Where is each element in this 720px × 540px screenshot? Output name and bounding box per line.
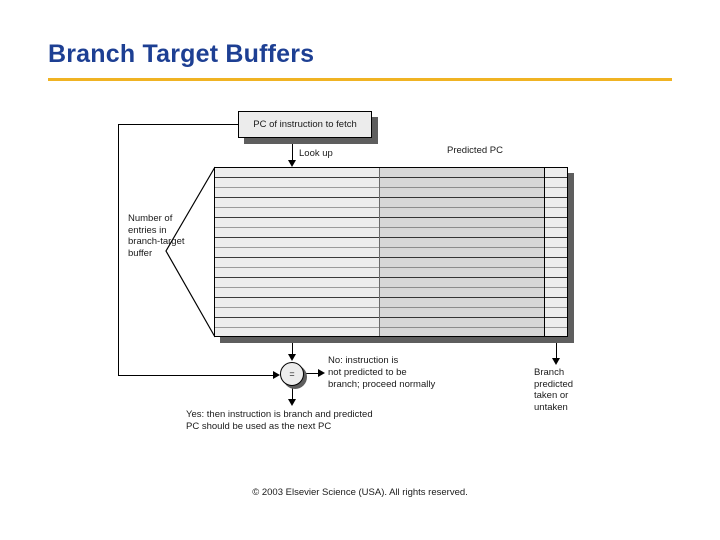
title-divider — [48, 78, 672, 81]
branch-prediction-result-label: Branch predicted taken or untaken — [534, 367, 574, 413]
buffer-table-row — [215, 278, 567, 288]
yes-branch-line-1: Yes: then instruction is branch and pred… — [186, 409, 373, 420]
yes-branch-line-2: PC should be used as the next PC — [186, 421, 332, 432]
comparator-input-line — [292, 338, 293, 355]
buffer-table-row — [215, 188, 567, 198]
comparator-yes-output-line — [292, 387, 293, 401]
comparator-no-output-line — [304, 373, 320, 374]
comparator-input-arrow-icon — [288, 354, 296, 361]
buffer-table-rows — [215, 168, 567, 336]
feedback-line-bottom — [118, 375, 275, 376]
comparator-yes-output-arrow-icon — [288, 399, 296, 406]
feedback-line-vertical — [118, 124, 119, 376]
buffer-table-row — [215, 268, 567, 278]
comparator-no-output-arrow-icon — [318, 369, 325, 377]
number-of-entries-brace-icon — [165, 166, 216, 338]
buffer-table-row — [215, 318, 567, 328]
buffer-table-row — [215, 228, 567, 238]
buffer-table-row — [215, 248, 567, 258]
buffer-table-row — [215, 258, 567, 268]
feedback-arrow-icon — [273, 371, 280, 379]
buffer-table-row — [215, 198, 567, 208]
yes-branch-annotation: Yes: then instruction is branch and pred… — [186, 409, 373, 433]
lookup-connector-line — [292, 139, 293, 161]
branch-prediction-output-arrow-icon — [552, 358, 560, 365]
buffer-table-row — [215, 168, 567, 178]
buffer-table-row — [215, 238, 567, 248]
no-branch-line-3: branch; proceed normally — [328, 379, 436, 390]
buffer-table-row — [215, 308, 567, 318]
predicted-pc-label: Predicted PC — [447, 145, 503, 156]
feedback-line-top — [118, 124, 239, 125]
buffer-table-row — [215, 328, 567, 336]
branch-target-buffer-table — [214, 167, 568, 337]
no-branch-annotation: No: instruction is not predicted to be b… — [328, 355, 435, 391]
no-branch-line-1: No: instruction is — [328, 355, 399, 366]
comparator-equals-node: = — [280, 362, 304, 386]
branch-prediction-output-line — [556, 338, 557, 360]
no-branch-line-2: not predicted to be — [328, 367, 407, 378]
buffer-table-row — [215, 208, 567, 218]
buffer-table-row — [215, 218, 567, 228]
copyright-notice: © 2003 Elsevier Science (USA). All right… — [252, 487, 468, 498]
pc-of-instruction-to-fetch-box: PC of instruction to fetch — [238, 111, 372, 138]
lookup-arrow-icon — [288, 160, 296, 167]
number-of-entries-label: Number of entries in branch-target buffe… — [128, 213, 185, 259]
buffer-table-row — [215, 178, 567, 188]
lookup-label: Look up — [299, 148, 333, 159]
buffer-table-row — [215, 288, 567, 298]
buffer-table-row — [215, 298, 567, 308]
page-title: Branch Target Buffers — [48, 40, 315, 68]
